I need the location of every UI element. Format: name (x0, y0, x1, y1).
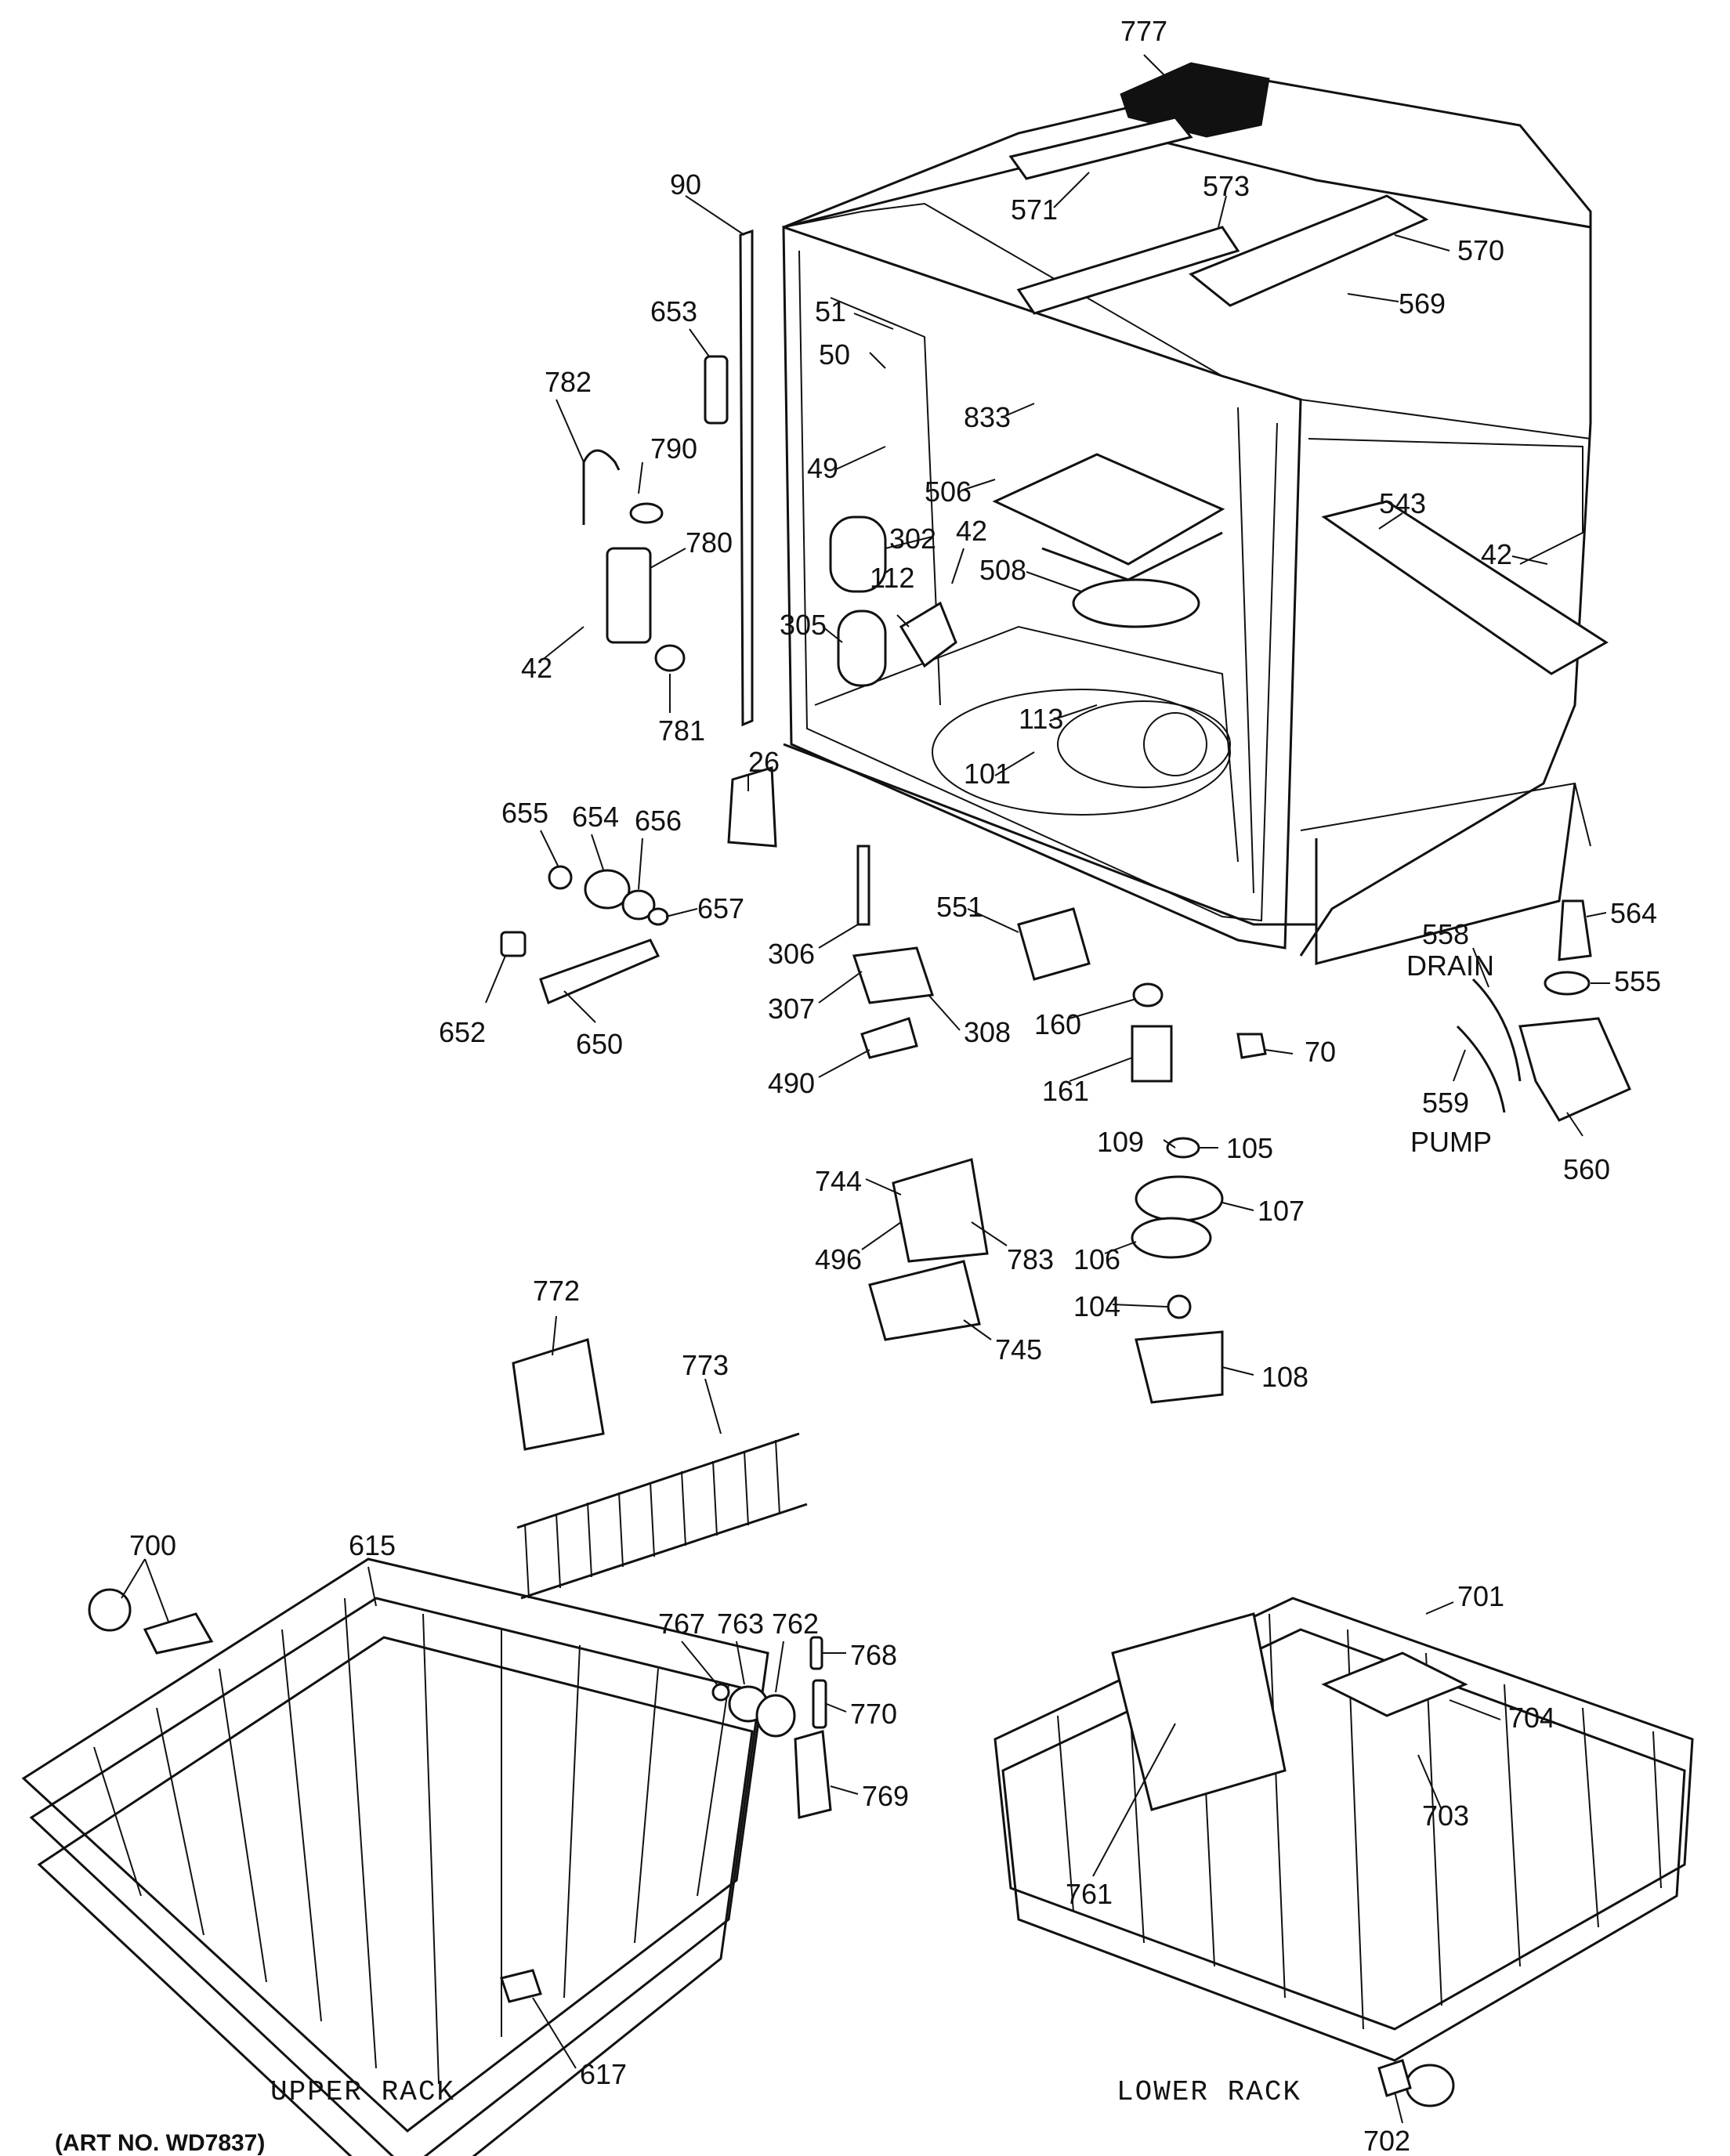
dispenser-parts (868, 1137, 1224, 1404)
callout-307: 307 (768, 993, 815, 1025)
callout-drain: DRAIN (1406, 950, 1494, 982)
tub-assembly (782, 62, 1609, 965)
callout-107: 107 (1258, 1195, 1305, 1227)
callout-654: 654 (572, 801, 619, 833)
callout-655: 655 (501, 797, 548, 829)
callout-783: 783 (1007, 1243, 1054, 1275)
callout-496: 496 (815, 1243, 862, 1275)
callout-543: 543 (1379, 487, 1426, 519)
callout-617: 617 (580, 2058, 627, 2090)
callout-768: 768 (850, 1639, 897, 1671)
callout-777: 777 (1120, 15, 1167, 47)
callout-833: 833 (964, 401, 1011, 433)
callout-305: 305 (780, 609, 827, 641)
callout-704: 704 (1508, 1702, 1555, 1734)
callout-pump: PUMP (1410, 1126, 1492, 1158)
callout-573: 573 (1203, 170, 1250, 202)
callout-112: 112 (870, 562, 914, 594)
callout-51: 51 (815, 295, 846, 327)
callout-labels: 777 90 571 573 570 569 653 51 50 833 782… (129, 15, 1661, 2156)
callout-49: 49 (807, 452, 838, 484)
callout-555: 555 (1614, 965, 1661, 997)
callout-569: 569 (1399, 288, 1446, 320)
left-side-parts (500, 229, 1267, 1083)
callout-773: 773 (682, 1349, 729, 1381)
callout-782: 782 (545, 366, 592, 398)
lower-rack (993, 1597, 1694, 2107)
callout-700: 700 (129, 1529, 176, 1561)
callout-306: 306 (768, 938, 815, 970)
callout-70: 70 (1305, 1036, 1336, 1068)
callout-90: 90 (670, 168, 701, 201)
callout-26: 26 (748, 746, 780, 778)
callout-570: 570 (1457, 234, 1504, 266)
callout-780: 780 (686, 526, 733, 559)
callout-571: 571 (1011, 194, 1058, 226)
callout-109: 109 (1097, 1126, 1144, 1158)
pump-drain-parts (1456, 899, 1631, 1122)
callout-50: 50 (819, 338, 850, 371)
callout-656: 656 (635, 805, 682, 837)
leader-lines (121, 54, 1610, 2124)
callout-558: 558 (1422, 918, 1469, 950)
callout-744: 744 (815, 1165, 862, 1197)
callout-790: 790 (650, 432, 697, 465)
callout-104: 104 (1073, 1290, 1120, 1322)
callout-653: 653 (650, 295, 697, 327)
callout-745: 745 (995, 1333, 1042, 1366)
callout-101: 101 (964, 758, 1011, 790)
callout-160: 160 (1034, 1008, 1081, 1040)
callout-560: 560 (1563, 1153, 1610, 1185)
callout-762: 762 (772, 1608, 819, 1640)
callout-105: 105 (1226, 1132, 1273, 1164)
callout-113: 113 (1019, 703, 1063, 735)
callout-761: 761 (1066, 1878, 1113, 1910)
callout-42c: 42 (521, 652, 552, 684)
callout-781: 781 (658, 714, 705, 747)
callout-657: 657 (697, 892, 744, 924)
callout-308: 308 (964, 1016, 1011, 1048)
callout-42a: 42 (956, 515, 987, 547)
callout-767: 767 (658, 1608, 705, 1640)
callout-551: 551 (936, 891, 983, 923)
callout-770: 770 (850, 1698, 897, 1730)
callout-506: 506 (925, 476, 972, 508)
rack-accessories (512, 1338, 808, 1600)
callout-106: 106 (1073, 1243, 1120, 1275)
callout-772: 772 (533, 1275, 580, 1307)
rack-adjuster-parts (711, 1636, 832, 1819)
callout-701: 701 (1457, 1580, 1504, 1612)
callout-161: 161 (1042, 1075, 1089, 1107)
callout-615: 615 (349, 1529, 396, 1561)
callout-508: 508 (979, 554, 1026, 586)
upper-rack-caption: UPPER RACK (270, 2076, 455, 2108)
callout-42b: 42 (1481, 538, 1512, 570)
callout-559: 559 (1422, 1087, 1469, 1119)
callout-490: 490 (768, 1067, 815, 1099)
upper-rack (21, 1557, 769, 2156)
callout-564: 564 (1610, 897, 1657, 929)
callout-763: 763 (717, 1608, 764, 1640)
callout-703: 703 (1422, 1800, 1469, 1832)
callout-302: 302 (889, 523, 936, 555)
callout-650: 650 (576, 1028, 623, 1060)
lower-rack-caption: LOWER RACK (1117, 2076, 1301, 2108)
callout-652: 652 (439, 1016, 486, 1048)
art-number: (ART NO. WD7837) (55, 2130, 265, 2156)
callout-108: 108 (1261, 1361, 1308, 1393)
callout-702: 702 (1363, 2125, 1410, 2156)
callout-769: 769 (862, 1780, 909, 1812)
